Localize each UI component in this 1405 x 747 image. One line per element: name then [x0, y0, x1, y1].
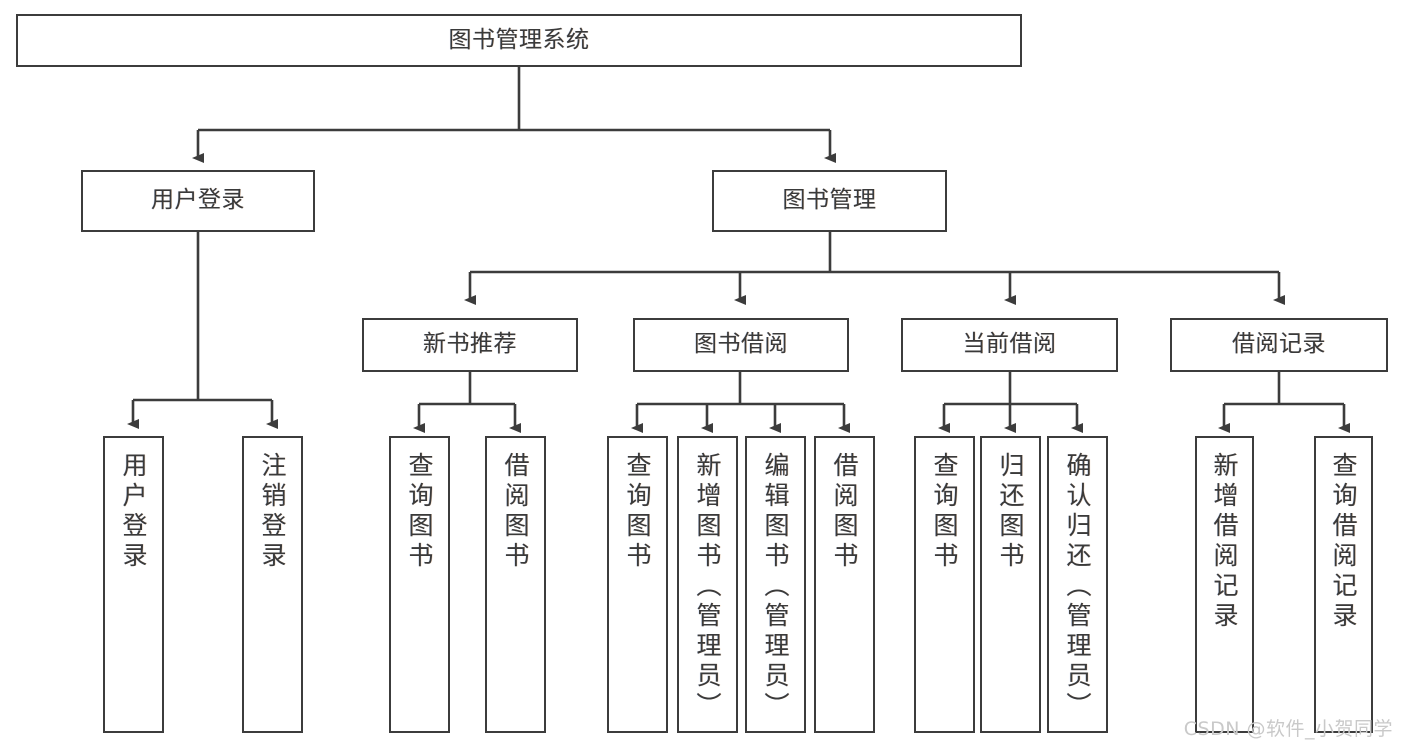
node-book-management-label: 图书管理	[782, 187, 877, 214]
leaf-logout[interactable]: 注销登录	[242, 436, 303, 733]
leaf-borrow-book-label: 借阅图书	[830, 452, 859, 572]
leaf-add-borrow-record[interactable]: 新增借阅记录	[1195, 436, 1254, 733]
leaf-user-login-label: 用户登录	[119, 452, 148, 572]
node-current-borrow-label: 当前借阅	[962, 331, 1057, 358]
leaf-confirm-return-admin-label: 确认归还（管理员）	[1063, 452, 1092, 722]
leaf-edit-book-admin-label: 编辑图书（管理员）	[761, 452, 790, 722]
node-root-label: 图书管理系统	[448, 26, 590, 53]
leaf-new-book-query-label: 查询图书	[405, 452, 434, 572]
leaf-query-borrow-record[interactable]: 查询借阅记录	[1314, 436, 1373, 733]
node-new-book-recommend-label: 新书推荐	[423, 331, 517, 358]
leaf-add-book-admin-label: 新增图书（管理员）	[693, 452, 722, 722]
leaf-confirm-return-admin[interactable]: 确认归还（管理员）	[1047, 436, 1108, 733]
leaf-logout-label: 注销登录	[258, 452, 287, 572]
leaf-return-book-label: 归还图书	[996, 452, 1025, 572]
node-user-login-label: 用户登录	[151, 187, 245, 214]
leaf-new-book-query[interactable]: 查询图书	[389, 436, 450, 733]
leaf-borrow-book[interactable]: 借阅图书	[814, 436, 875, 733]
node-new-book-recommend[interactable]: 新书推荐	[362, 318, 578, 372]
node-book-borrow[interactable]: 图书借阅	[633, 318, 849, 372]
node-user-login[interactable]: 用户登录	[81, 170, 315, 232]
leaf-borrow-query-book-label: 查询图书	[623, 452, 652, 572]
leaf-query-borrow-record-label: 查询借阅记录	[1329, 452, 1358, 632]
leaf-new-book-borrow[interactable]: 借阅图书	[485, 436, 546, 733]
leaf-user-login[interactable]: 用户登录	[103, 436, 164, 733]
leaf-add-borrow-record-label: 新增借阅记录	[1210, 452, 1239, 632]
node-root[interactable]: 图书管理系统	[16, 14, 1022, 67]
leaf-edit-book-admin[interactable]: 编辑图书（管理员）	[745, 436, 806, 733]
leaf-new-book-borrow-label: 借阅图书	[501, 452, 530, 572]
node-borrow-records[interactable]: 借阅记录	[1170, 318, 1388, 372]
node-current-borrow[interactable]: 当前借阅	[901, 318, 1118, 372]
watermark: CSDN @软件_小贺同学	[1183, 718, 1393, 740]
leaf-return-book[interactable]: 归还图书	[980, 436, 1041, 733]
node-book-borrow-label: 图书借阅	[694, 331, 788, 358]
leaf-current-query-book[interactable]: 查询图书	[914, 436, 975, 733]
leaf-borrow-query-book[interactable]: 查询图书	[607, 436, 668, 733]
node-borrow-records-label: 借阅记录	[1232, 331, 1326, 358]
node-book-management[interactable]: 图书管理	[712, 170, 947, 232]
leaf-add-book-admin[interactable]: 新增图书（管理员）	[677, 436, 738, 733]
leaf-current-query-book-label: 查询图书	[930, 452, 959, 572]
